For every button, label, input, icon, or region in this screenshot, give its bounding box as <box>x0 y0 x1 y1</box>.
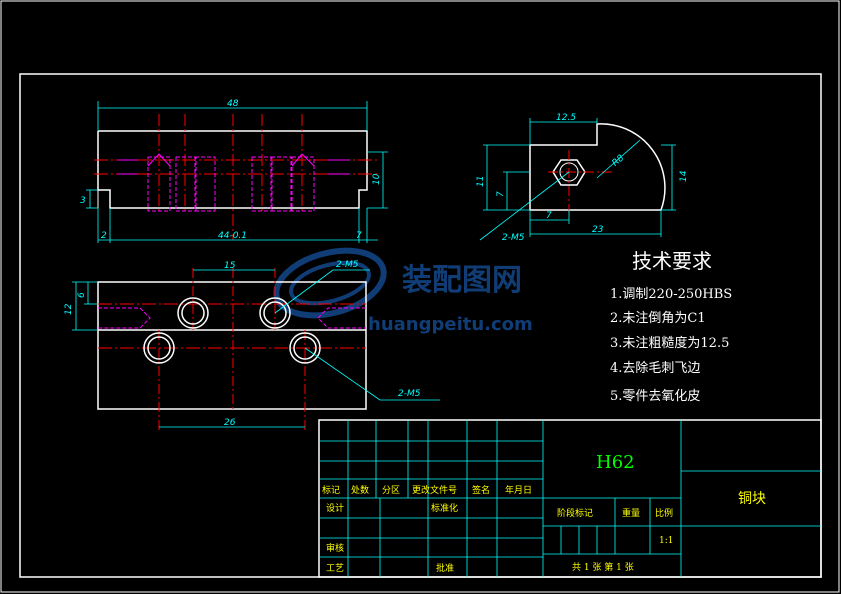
top-thread-callout-lower: 2-M5 <box>398 389 421 399</box>
dim-side-height-left: 11 <box>476 176 486 187</box>
dim-top-row-offset: 6 <box>77 292 87 298</box>
label-date: 年月日 <box>505 484 532 496</box>
scale-value: 1:1 <box>659 536 673 546</box>
label-change-doc: 更改文件号 <box>412 484 457 496</box>
title-block: H62 铜块 标记 处数 分区 更改文件号 签名 年月日 设计 标准化 阶段标记… <box>318 419 822 578</box>
sheet-info: 共 1 张 第 1 张 <box>572 561 634 573</box>
watermark-logo <box>273 247 387 319</box>
side-view: 12.5 23 7 R8 11 7 14 2-M5 <box>476 113 689 243</box>
material-label: H62 <box>596 452 635 473</box>
label-review: 审核 <box>326 542 344 554</box>
front-hidden-holes <box>118 153 350 212</box>
dim-side-total-width: 23 <box>592 225 604 235</box>
dim-left-offset: 2 <box>101 231 107 241</box>
top-view: 15 26 12 6 2-M5 2-M5 <box>64 260 440 430</box>
front-dimensions <box>86 101 388 243</box>
side-dimensions <box>479 118 676 241</box>
side-view-outline <box>529 123 666 211</box>
label-ratio: 比例 <box>655 507 673 519</box>
dim-hole-span: 44-0.1 <box>218 231 247 241</box>
dim-top-hole-pitch: 26 <box>224 418 236 428</box>
label-approve: 批准 <box>436 562 454 574</box>
dim-top-width: 12 <box>64 303 74 315</box>
dim-side-hole-y: 7 <box>496 191 506 197</box>
side-thread-callout: 2-M5 <box>502 233 525 243</box>
technical-requirements: 技术要求 1.调制220-250HBS 2.未注倒角为C1 3.未注粗糙度为12… <box>610 249 732 404</box>
label-count: 处数 <box>351 484 369 496</box>
top-view-outline <box>97 281 367 410</box>
label-weight: 重量 <box>622 507 640 519</box>
label-mark: 标记 <box>322 484 340 496</box>
dim-top-hole-spacing: 15 <box>224 261 236 271</box>
front-centerlines-v <box>158 114 303 240</box>
label-signature: 签名 <box>472 484 490 496</box>
label-stage-mark: 阶段标记 <box>557 507 593 519</box>
dim-overall-length: 48 <box>227 99 239 109</box>
requirement-item: 2.未注倒角为C1 <box>610 311 706 326</box>
top-holes <box>143 297 321 364</box>
dim-side-radius: R8 <box>611 153 627 169</box>
label-standardize: 标准化 <box>431 502 458 514</box>
front-view: 48 10 3 2 7 44-0.1 <box>80 99 388 243</box>
requirement-item: 5.零件去氧化皮 <box>610 389 700 404</box>
top-dimensions <box>72 269 440 428</box>
label-zone: 分区 <box>382 485 400 496</box>
watermark-url: huangpeitu.com <box>368 314 533 335</box>
dim-side-hole-x: 7 <box>546 211 552 221</box>
dim-step: 3 <box>80 196 86 206</box>
label-design: 设计 <box>326 502 344 514</box>
requirement-item: 1.调制220-250HBS <box>610 287 732 302</box>
watermark-brand: 装配图网 <box>402 263 522 298</box>
top-thread-callout-upper: 2-M5 <box>336 260 359 270</box>
requirements-title: 技术要求 <box>632 249 712 273</box>
requirement-item: 4.去除毛刺飞边 <box>610 361 700 376</box>
dim-side-top: 12.5 <box>556 113 576 123</box>
top-hidden-slots <box>98 307 366 329</box>
part-name: 铜块 <box>738 491 766 507</box>
dim-height: 10 <box>372 173 382 185</box>
dim-right-offset: 7 <box>356 231 362 241</box>
watermark: 装配图网 huangpeitu.com <box>273 247 533 335</box>
label-process: 工艺 <box>326 563 344 574</box>
requirement-item: 3.未注粗糙度为12.5 <box>610 335 729 351</box>
dim-side-height-right: 14 <box>679 170 689 182</box>
